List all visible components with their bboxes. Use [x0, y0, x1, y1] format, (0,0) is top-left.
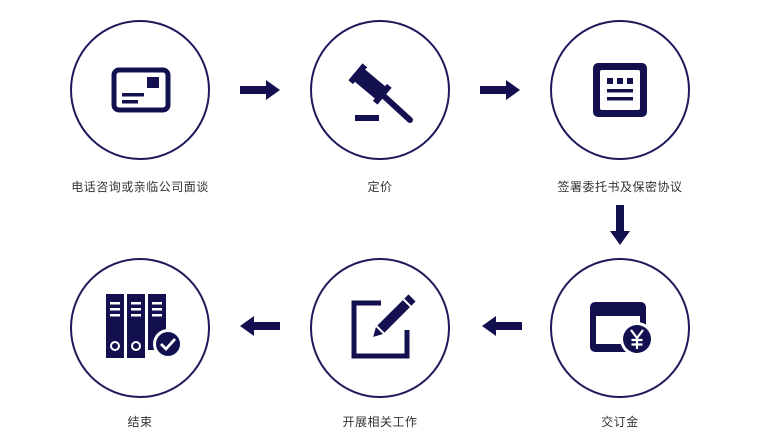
step-6-label: 结束	[127, 415, 153, 429]
arrow-left-2	[240, 316, 280, 336]
step-2: 定价	[310, 20, 450, 194]
step-2-circle	[310, 20, 450, 160]
step-5-label: 开展相关工作	[342, 415, 418, 429]
arrow-left-1	[482, 316, 522, 336]
arrow-right-1	[240, 80, 280, 100]
step-4-circle	[550, 258, 690, 398]
step-4: 交订金	[550, 258, 690, 429]
completed-binders-icon	[106, 294, 183, 359]
step-5-circle	[310, 258, 450, 398]
gavel-icon	[348, 63, 413, 123]
step-4-label: 交订金	[601, 415, 639, 429]
arrow-down	[610, 205, 630, 245]
step-3-label: 签署委托书及保密协议	[557, 180, 683, 194]
step-6: 结束	[70, 258, 210, 429]
step-5: 开展相关工作	[310, 258, 450, 429]
id-card-icon	[111, 67, 171, 113]
edit-icon	[351, 294, 416, 359]
step-2-label: 定价	[367, 180, 393, 194]
step-1: 电话咨询或亲临公司面谈	[70, 20, 210, 194]
step-1-circle	[70, 20, 210, 160]
step-3: 签署委托书及保密协议	[550, 20, 690, 194]
document-icon	[593, 63, 647, 117]
payment-card-yen-icon	[590, 302, 654, 356]
step-6-circle	[70, 258, 210, 398]
step-3-circle	[550, 20, 690, 160]
step-1-label: 电话咨询或亲临公司面谈	[71, 180, 209, 194]
arrow-right-2	[480, 80, 520, 100]
